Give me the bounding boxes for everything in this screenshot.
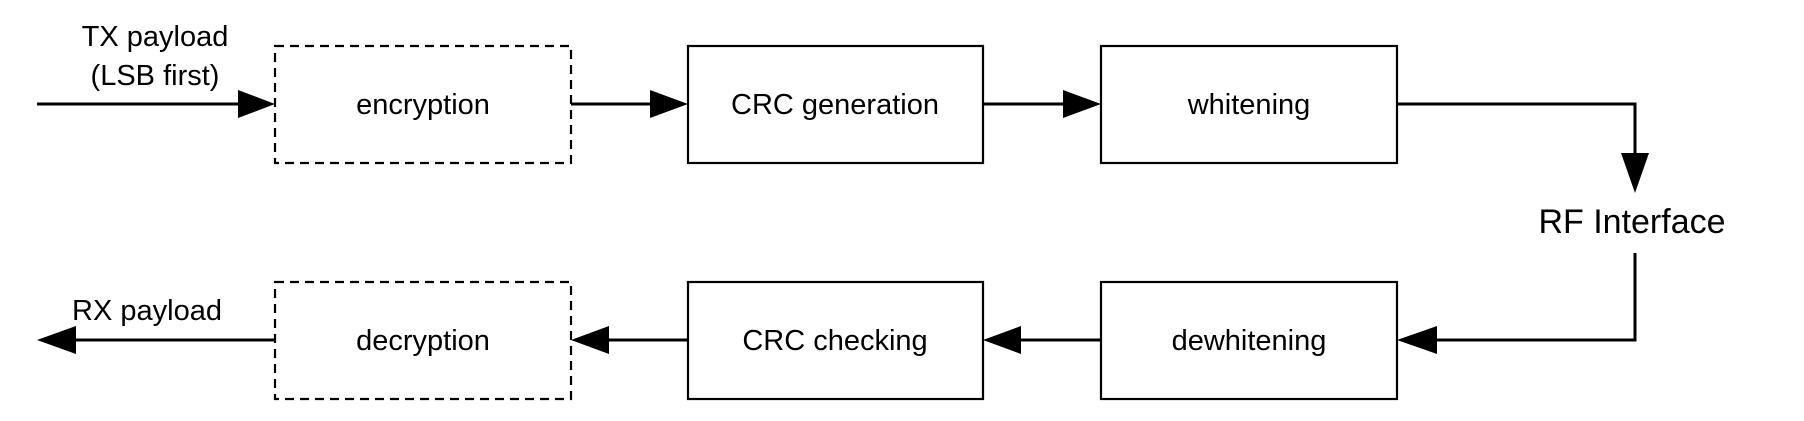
decryption-label: decryption <box>356 325 490 357</box>
dewhitening-label: dewhitening <box>1172 325 1327 357</box>
arrow-rf-to-dewhitening-head <box>1397 326 1437 354</box>
arrow-whitening-to-rf-line <box>1397 102 1637 155</box>
crc-checking-box <box>686 280 985 401</box>
tx-input-arrowhead <box>238 90 275 118</box>
encryption-label: encryption <box>356 89 490 121</box>
arrow-whitening-to-rf-head <box>1621 153 1649 193</box>
rx-output-arrowhead <box>37 326 76 354</box>
crc-generation-box <box>686 44 985 165</box>
rx-payload-label: RX payload <box>72 295 222 327</box>
crc-generation-label: CRC generation <box>731 89 939 121</box>
encryption-box <box>273 44 573 165</box>
whitening-box <box>1099 44 1399 165</box>
arrow-crc-to-decryption-head <box>571 326 609 354</box>
arrow-crc-to-whitening-head <box>1063 90 1101 118</box>
arrow-dewhitening-to-crc-head <box>983 326 1021 354</box>
whitening-label: whitening <box>1187 89 1311 121</box>
tx-payload-label: TX payload <box>82 21 229 53</box>
decryption-box <box>273 280 573 401</box>
crc-checking-label: CRC checking <box>742 325 927 357</box>
rf-interface-label: RF Interface <box>1538 203 1725 241</box>
tx-payload-sublabel: (LSB first) <box>91 60 220 92</box>
arrow-rf-to-dewhitening-line <box>1436 253 1637 342</box>
dewhitening-box <box>1099 280 1399 401</box>
arrow-encryption-to-crc-head <box>650 90 688 118</box>
